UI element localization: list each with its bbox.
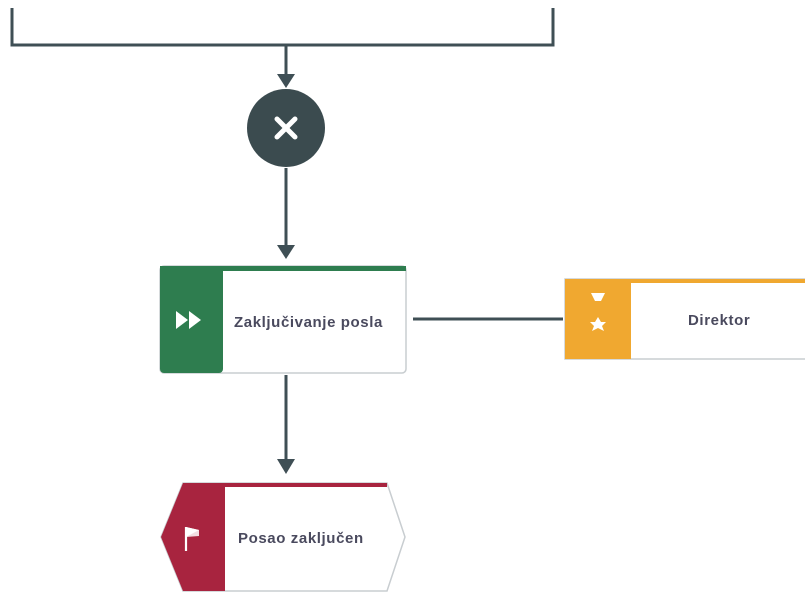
role-node-label: Direktor: [688, 312, 751, 329]
event-node-label: Posao zaključen: [238, 530, 364, 547]
arrowhead-function: [277, 245, 295, 259]
role-node[interactable]: [564, 278, 805, 360]
flag-icon: [184, 527, 199, 551]
top-merge-connector: [10, 8, 555, 47]
close-x-icon: [274, 116, 298, 140]
arrowhead-gateway: [277, 74, 295, 88]
function-node-label: Zaključivanje posla: [234, 314, 383, 331]
person-role-icon: [590, 293, 606, 331]
xor-gateway[interactable]: [247, 89, 325, 167]
event-node[interactable]: [160, 482, 406, 592]
function-node[interactable]: [159, 265, 407, 374]
arrowhead-event: [277, 459, 295, 474]
fast-forward-icon: [176, 311, 201, 329]
